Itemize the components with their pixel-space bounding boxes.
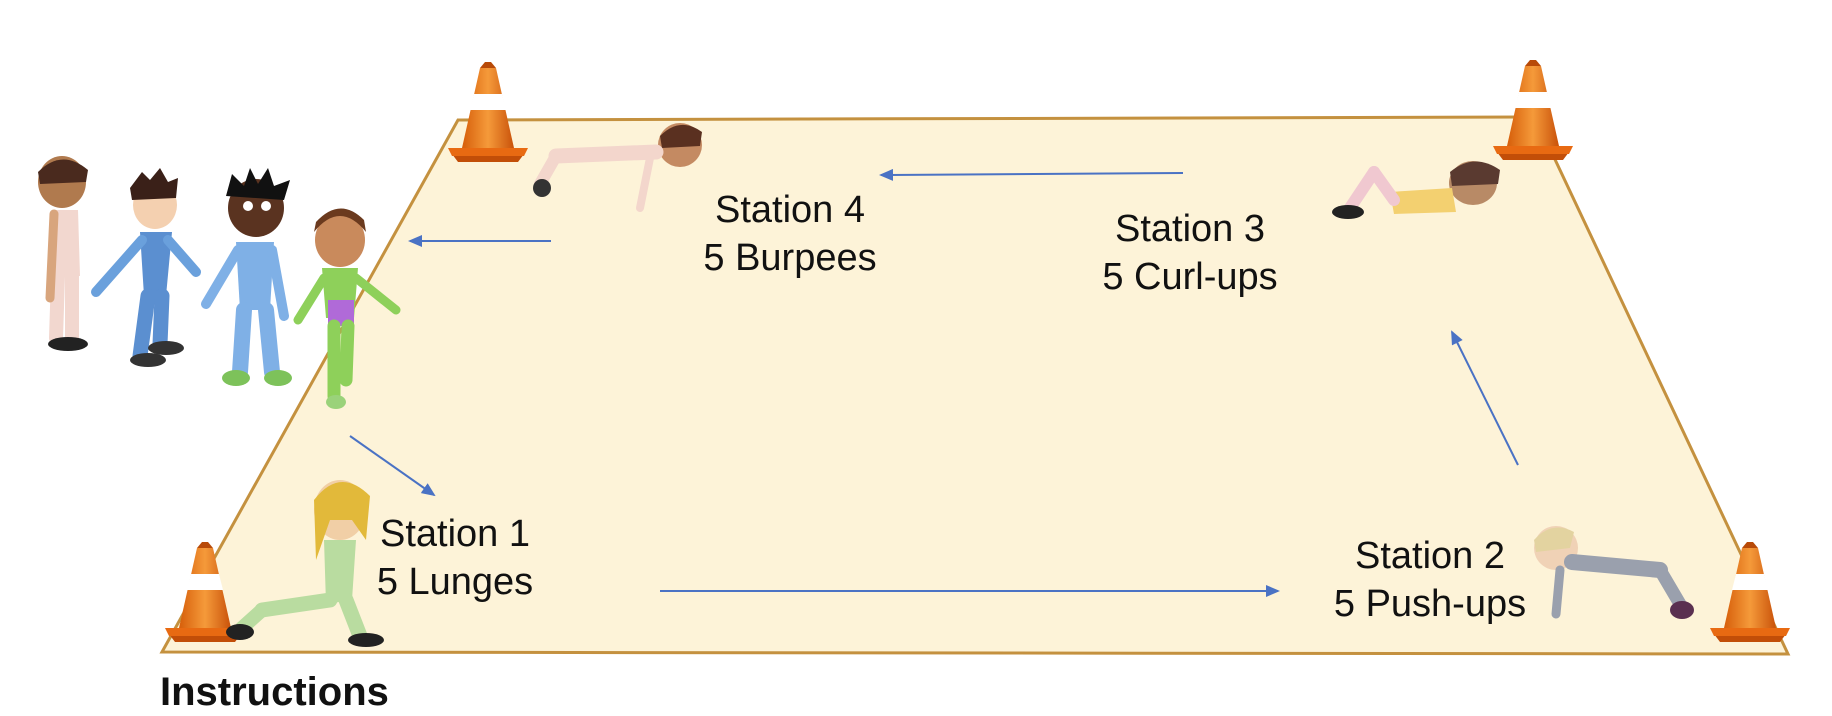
- station-exercise: 5 Curl-ups: [1102, 256, 1278, 298]
- circuit-diagram: [38, 60, 1791, 656]
- student-figure-icon: [1534, 526, 1694, 619]
- student-figure-icon: [293, 208, 401, 409]
- station-exercise: 5 Burpees: [703, 237, 877, 279]
- station-exercise: 5 Push-ups: [1333, 583, 1527, 625]
- station-4-label: Station 4 5 Burpees: [680, 186, 900, 282]
- station-title: Station 1: [380, 513, 530, 555]
- station-2-label: Station 2 5 Push-ups: [1310, 532, 1550, 628]
- student-figure-icon: [533, 123, 702, 212]
- station-3-label: Station 3 5 Curl-ups: [1080, 205, 1300, 301]
- student-figure-icon: [226, 480, 384, 647]
- instructions-heading: Instructions: [160, 670, 389, 714]
- student-figure-icon: [201, 168, 292, 386]
- arrow-to-station-3: [1451, 330, 1519, 466]
- station-title: Station 2: [1355, 535, 1505, 577]
- arrow-to-station-4: [879, 168, 1184, 181]
- station-title: Station 4: [715, 189, 865, 231]
- play-field: [159, 115, 1791, 656]
- student-figure-icon: [38, 156, 88, 351]
- student-figure-icon: [1332, 161, 1500, 219]
- station-exercise: 5 Lunges: [376, 561, 534, 603]
- arrow-to-station-1: [349, 435, 436, 497]
- student-figure-icon: [91, 168, 201, 367]
- station-1-label: Station 1 5 Lunges: [365, 510, 545, 606]
- station-title: Station 3: [1115, 208, 1265, 250]
